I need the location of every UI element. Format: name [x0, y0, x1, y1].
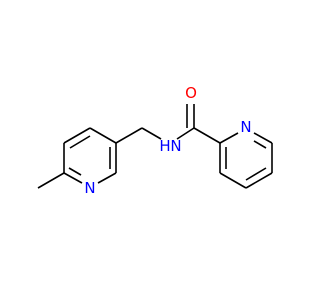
atom-label-picolinoyl-pyridine-nitrogen: N [240, 118, 251, 136]
bond-ring1-b [63, 127, 91, 144]
bond-ring2-e-double [253, 140, 267, 149]
bond-ring-to-ch2 [115, 127, 143, 144]
bonds [37, 104, 273, 189]
bond-ring2-f [219, 132, 239, 144]
bond-ch2-to-n [141, 127, 162, 140]
bond-ring1-f-double [68, 167, 82, 176]
bond-ring1-c [89, 127, 117, 144]
bond-carbonyl-to-ring [193, 127, 221, 144]
bond-ring2-e [253, 132, 273, 144]
atom-labels: O H N N N [84, 84, 251, 197]
molecule-structure: O H N N N [37, 84, 273, 197]
bond-ring1-b-double [69, 135, 91, 149]
bond-ring2-c [245, 172, 273, 189]
bond-ring1-f [63, 172, 83, 184]
bond-methyl [37, 172, 65, 189]
atom-label-amide-nitrogen-h: H [159, 137, 170, 155]
bond-ring2-c-double [245, 167, 267, 181]
atom-label-amide-oxygen: O [185, 84, 197, 102]
atom-label-methylpyridine-nitrogen: N [84, 179, 95, 197]
bond-n-to-carbonyl [176, 127, 195, 140]
bond-ring1-e [97, 172, 117, 184]
bond-ring2-b [219, 172, 247, 189]
atom-label-amide-nitrogen: N [170, 137, 181, 155]
